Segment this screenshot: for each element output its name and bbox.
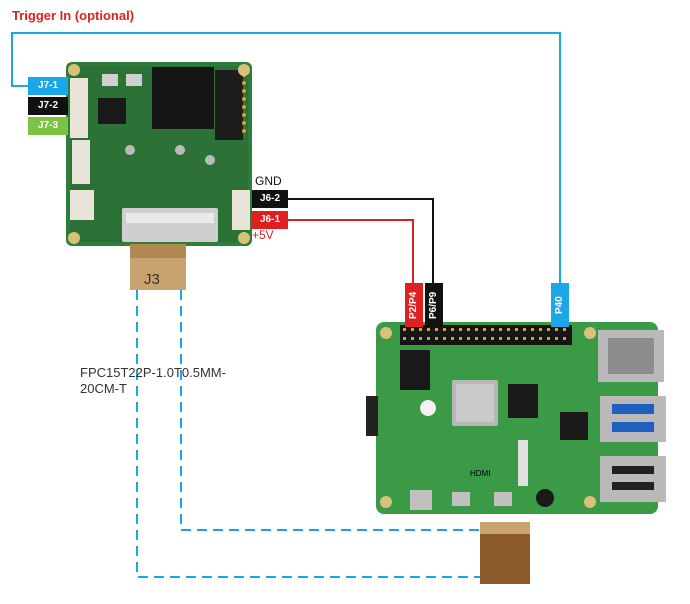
j6-2-label: J6-2	[252, 190, 288, 208]
j3-label: J3	[144, 271, 160, 288]
j6-1-label: J6-1	[252, 211, 288, 229]
j3-flex-cable	[130, 244, 186, 290]
plus5v-text: +5V	[252, 228, 274, 242]
pin-p6-p9: P6/P9	[425, 283, 443, 327]
j7-2-label: J7-2	[28, 97, 68, 115]
fpc-cable	[136, 290, 480, 578]
pin-p40: P40	[551, 283, 569, 327]
pi-camera-flex	[480, 522, 530, 584]
j7-3-label: J7-3	[28, 117, 68, 135]
raspberry-pi-board: HDMI	[366, 322, 666, 514]
trigger-wire	[11, 32, 561, 283]
svg-text:HDMI: HDMI	[470, 469, 490, 478]
gnd-wire	[288, 198, 434, 283]
j7-1-label: J7-1	[28, 77, 68, 95]
trigger-title: Trigger In (optional)	[12, 8, 135, 23]
pin-p2-p4: P2/P4	[405, 283, 423, 327]
power-wire	[288, 219, 414, 283]
fpc-cable-label: FPC15T22P-1.0T0.5MM-20CM-T	[80, 365, 226, 396]
gnd-text: GND	[255, 174, 282, 188]
camera-board	[66, 62, 252, 246]
